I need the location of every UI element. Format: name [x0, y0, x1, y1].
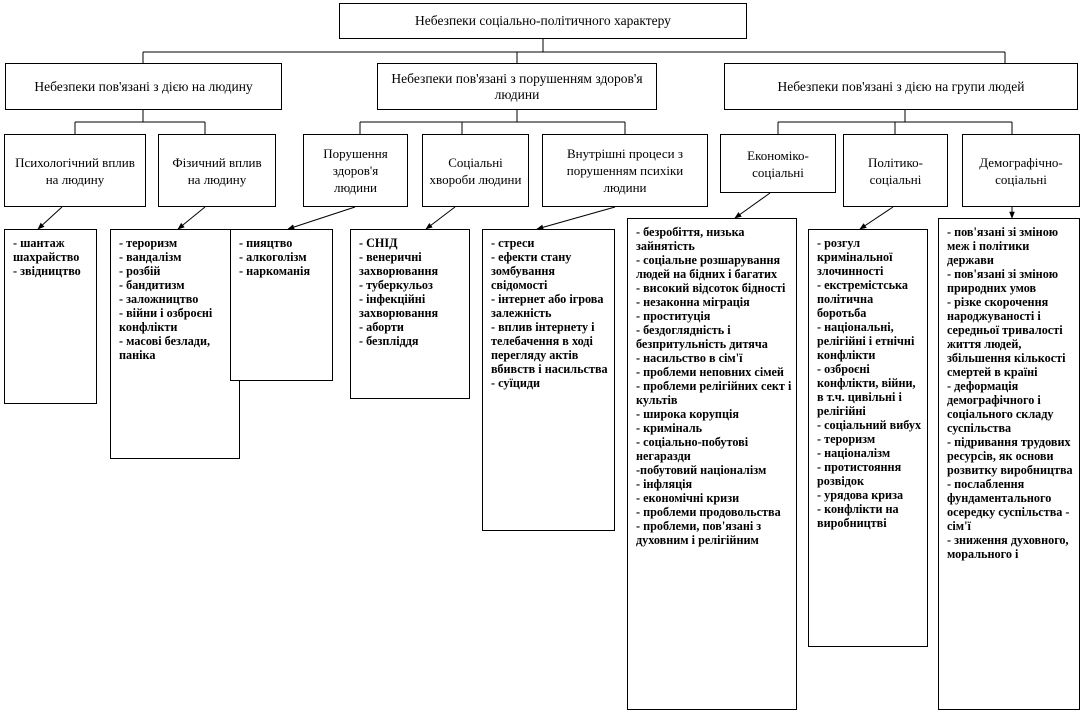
list-item: - широка корупція: [636, 407, 739, 421]
list-item: - тероризм: [119, 236, 178, 250]
list-physical: - тероризм- вандалізм- розбій- бандитизм…: [110, 229, 240, 459]
list-item: - ефекти стану зомбування свідомості: [491, 250, 572, 292]
list-item: - венеричні захворювання: [359, 250, 439, 278]
list-item: - СНІД: [359, 236, 398, 250]
list-internal-processes: - стреси- ефекти стану зомбування свідом…: [482, 229, 615, 531]
root-label: Небезпеки соціально-політичного характер…: [415, 13, 671, 28]
list-item: - інфляція: [636, 477, 693, 491]
list-item: - незаконна міграція: [636, 295, 750, 309]
list-item: - насильство в сім'ї: [636, 351, 743, 365]
list-item: - вандалізм: [119, 250, 182, 264]
list-item: - алкоголізм: [239, 250, 307, 264]
list-item: - підривання трудових ресурсів, як основ…: [947, 435, 1073, 477]
list-economic-social: - безробіття, низька зайнятість- соціаль…: [627, 218, 797, 710]
list-item: - зниження духовного, морального і: [947, 533, 1069, 561]
category-label: Демографічно-соціальні: [979, 154, 1063, 187]
group-label: Небезпеки пов'язані з порушенням здоров'…: [391, 70, 643, 102]
list-item: - війни і озброєні конфлікти: [119, 306, 213, 334]
list-item: - суїциди: [491, 376, 541, 390]
list-item: - інтернет або ігрова залежність: [491, 292, 604, 320]
category-label: Політико-соціальні: [868, 154, 923, 187]
list-item: - проблеми продовольства: [636, 505, 781, 519]
list-item: - бездоглядність і безпритульність дитяч…: [636, 323, 768, 351]
list-item: - пов'язані зі зміною меж і політики дер…: [947, 225, 1059, 267]
list-item: - стреси: [491, 236, 535, 250]
category-node-political-social: Політико-соціальні: [843, 134, 948, 207]
list-item: - економічні кризи: [636, 491, 740, 505]
list-item: - звідництво: [13, 264, 81, 278]
list-item: - протистояння розвідок: [817, 460, 902, 488]
list-item: - конфлікти на виробництві: [817, 502, 899, 530]
category-label: Економіко-соціальні: [747, 147, 809, 180]
list-item: - інфекційні захворювання: [359, 292, 439, 320]
category-label: Внутрішні процеси з порушенням психіки л…: [566, 146, 684, 195]
group-node-action-on-person: Небезпеки пов'язані з дією на людину: [5, 63, 282, 110]
list-item: - проституція: [636, 309, 711, 323]
list-item: - вплив інтернету і телебачення в ході п…: [491, 320, 608, 376]
list-item: - деформація демографічного і соціальног…: [947, 379, 1054, 435]
list-item: - шантаж: [13, 236, 65, 250]
list-item: - послаблення фундаментального осередку …: [947, 477, 1070, 533]
category-node-health: Порушення здоров'я людини: [303, 134, 408, 207]
list-item: - високий відсоток бідності: [636, 281, 786, 295]
list-item: - наркоманія: [239, 264, 311, 278]
list-item: - пов'язані зі зміною природних умов: [947, 267, 1059, 295]
category-node-physical: Фізичний вплив на людину: [158, 134, 276, 207]
category-label: Порушення здоров'я людини: [323, 146, 388, 195]
list-item: - національні, релігійні і етнічні конфл…: [817, 320, 915, 362]
list-item: - розгул кримінальної злочинності: [817, 236, 893, 278]
category-node-demographic-social: Демографічно-соціальні: [962, 134, 1080, 207]
list-item: шахрайство: [13, 250, 80, 264]
category-label: Соціальні хвороби людини: [429, 154, 522, 187]
list-item: - безробіття, низька зайнятість: [636, 225, 745, 253]
list-item: - озброєні конфлікти, війни, в т.ч. циві…: [817, 362, 916, 418]
list-demographic-social: - пов'язані зі зміною меж і політики дер…: [938, 218, 1080, 710]
category-node-social-diseases: Соціальні хвороби людини: [422, 134, 529, 207]
group-label: Небезпеки пов'язані з дією на групи люде…: [777, 78, 1025, 94]
list-item: - бандитизм: [119, 278, 185, 292]
list-item: - проблеми релігійних сект і культів: [636, 379, 792, 407]
list-social-diseases: - СНІД- венеричні захворювання- туберкул…: [350, 229, 470, 399]
list-political-social: - розгул кримінальної злочинності- екстр…: [808, 229, 928, 647]
list-item: - безпліддя: [359, 334, 419, 348]
category-node-internal-processes: Внутрішні процеси з порушенням психіки л…: [542, 134, 708, 207]
category-label: Психологічний вплив на людину: [15, 154, 135, 187]
list-item: - різке скорочення народжуваності і сере…: [947, 295, 1066, 379]
list-item: - розбій: [119, 264, 161, 278]
list-item: - проблеми, пов'язані з духовним і реліг…: [636, 519, 762, 547]
list-item: - криміналь: [636, 421, 703, 435]
list-item: -побутовий націоналізм: [636, 463, 767, 477]
group-node-health-damage: Небезпеки пов'язані з порушенням здоров'…: [377, 63, 657, 110]
list-item: - аборти: [359, 320, 404, 334]
list-item: - соціально-побутові негаразди: [636, 435, 749, 463]
list-item: - масові безлади, паніка: [119, 334, 211, 362]
list-item: - соціальне розшарування людей на бідних…: [636, 253, 781, 281]
category-label: Фізичний вплив на людину: [172, 154, 262, 187]
list-item: - націоналізм: [817, 446, 891, 460]
group-node-action-on-groups: Небезпеки пов'язані з дією на групи люде…: [724, 63, 1078, 110]
list-item: - соціальний вибух: [817, 418, 922, 432]
root-node: Небезпеки соціально-політичного характер…: [339, 3, 747, 39]
list-item: - пияцтво: [239, 236, 293, 250]
list-item: - проблеми неповних сімей: [636, 365, 784, 379]
category-node-psychological: Психологічний вплив на людину: [4, 134, 146, 207]
list-item: - заложництво: [119, 292, 199, 306]
category-node-economic-social: Економіко-соціальні: [720, 134, 836, 193]
list-item: - туберкульоз: [359, 278, 433, 292]
list-item: - тероризм: [817, 432, 876, 446]
list-health: - пияцтво- алкоголізм- наркоманія: [230, 229, 333, 381]
list-item: - урядова криза: [817, 488, 904, 502]
list-item: - екстремістська політична боротьба: [817, 278, 908, 320]
group-label: Небезпеки пов'язані з дією на людину: [34, 78, 253, 94]
